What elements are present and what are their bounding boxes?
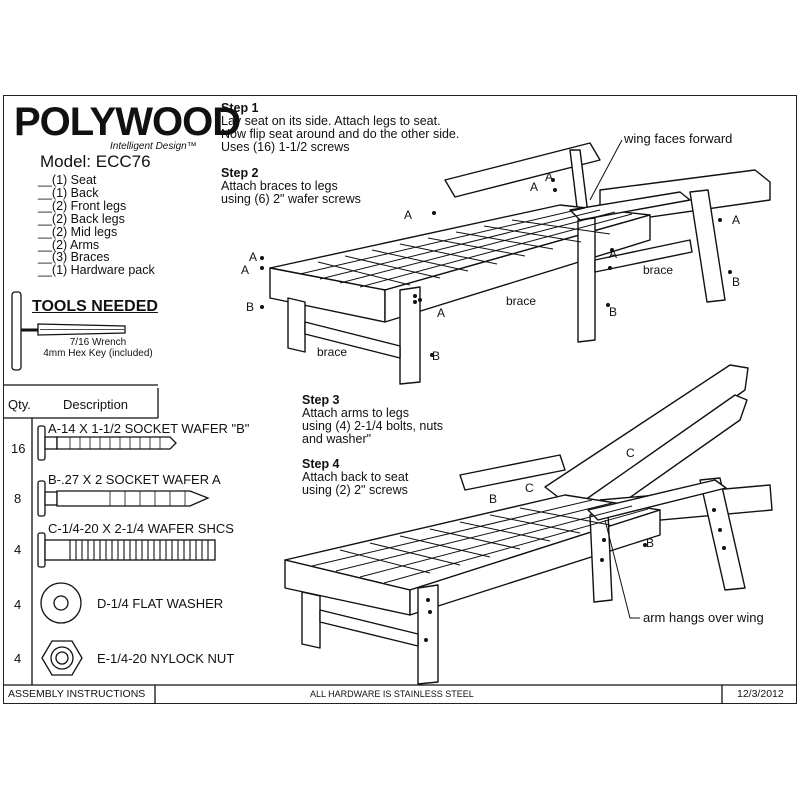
parts-item: __(2) Arms	[38, 237, 100, 252]
tools-hex-key: 4mm Hex Key (included)	[43, 348, 153, 359]
tools-wrench: 7/16 Wrench	[69, 337, 127, 348]
hardware-qty: 4	[14, 542, 22, 557]
parts-item: __(1) Seat	[38, 173, 97, 187]
screw-a-label: A	[404, 208, 413, 222]
bolt-c-label: C	[626, 446, 635, 460]
screw-b-label: B	[609, 305, 618, 319]
brace-label: brace	[643, 263, 674, 277]
tools-note: 7/16 Wrench 4mm Hex Key (included)	[38, 337, 158, 359]
screw-a-label: A	[249, 250, 258, 264]
parts-item: __(2) Back legs	[38, 211, 125, 226]
hardware-label: A-14 X 1-1/2 SOCKET WAFER "B"	[48, 421, 250, 436]
step-line: and washer"	[302, 432, 372, 446]
brace-label: brace	[506, 294, 537, 308]
bolt-c-label: C	[525, 481, 534, 495]
brand-logo: POLYWOOD	[14, 100, 241, 144]
screw-b-label: B	[489, 492, 498, 506]
step-line: using (4) 2-1/4 bolts, nuts	[302, 419, 444, 433]
screw-a-label: A	[437, 306, 446, 320]
footer-title: ASSEMBLY INSTRUCTIONS	[8, 688, 146, 700]
screw-b-label: B	[432, 349, 441, 363]
page-frame	[3, 95, 797, 704]
wing-callout: wing faces forward	[624, 131, 733, 146]
hardware-label: B-.27 X 2 SOCKET WAFER A	[48, 472, 221, 487]
hardware-qty: 4	[14, 651, 22, 666]
hardware-qty: 8	[14, 491, 22, 506]
screw-a-label: A	[609, 247, 618, 261]
screw-b-label: B	[646, 536, 655, 550]
model-number: Model: ECC76	[40, 152, 151, 171]
qty-header: Qty.	[8, 397, 31, 412]
footer-hardware-note: ALL HARDWARE IS STAINLESS STEEL	[310, 689, 474, 699]
parts-item: __(2) Mid legs	[38, 224, 118, 239]
step-line: Now flip seat around and do the other si…	[221, 127, 460, 141]
step-title: Step 1	[221, 101, 259, 115]
arm-callout: arm hangs over wing	[643, 610, 764, 625]
footer-date: 12/3/2012	[737, 688, 784, 700]
hardware-label: E-1/4-20 NYLOCK NUT	[97, 651, 235, 666]
step-2: Step 2 Attach braces to legs using (6) 2…	[221, 166, 361, 206]
step-title: Step 2	[221, 166, 259, 180]
brand-tagline: Intelligent Design™	[110, 141, 197, 152]
step-title: Step 4	[302, 457, 340, 471]
step-line: Attach braces to legs	[221, 179, 338, 193]
screw-b-label: B	[732, 275, 741, 289]
hardware-qty: 16	[11, 441, 26, 456]
tools-heading: TOOLS NEEDED	[32, 298, 158, 315]
hardware-label: D-1/4 FLAT WASHER	[97, 596, 224, 611]
step-1: Step 1 Lay seat on its side. Attach legs…	[221, 101, 459, 154]
parts-item: __(1) Back	[38, 185, 99, 200]
parts-item: __(3) Braces	[38, 250, 110, 265]
parts-item: __(1) Hardware pack	[38, 263, 155, 278]
step-line: Uses (16) 1-1/2 screws	[221, 140, 350, 154]
brace-label: brace	[317, 345, 348, 359]
hardware-qty: 4	[14, 597, 22, 612]
step-line: Attach arms to legs	[302, 406, 409, 420]
step-title: Step 3	[302, 393, 340, 407]
screw-a-label: A	[545, 170, 554, 184]
step-line: Attach back to seat	[302, 470, 409, 484]
hardware-label: C-1/4-20 X 2-1/4 WAFER SHCS	[48, 521, 234, 536]
parts-list: __(1) Seat __(1) Back __(2) Front legs _…	[38, 174, 155, 277]
screw-b-label: B	[246, 300, 255, 314]
step-line: using (6) 2" wafer screws	[221, 192, 361, 206]
step-4: Step 4 Attach back to seat using (2) 2" …	[302, 457, 408, 497]
screw-a-label: A	[530, 180, 539, 194]
screw-a-label: A	[732, 213, 741, 227]
screw-a-label: A	[241, 263, 250, 277]
description-header: Description	[63, 397, 129, 412]
step-3: Step 3 Attach arms to legs using (4) 2-1…	[302, 393, 443, 446]
step-line: using (2) 2" screws	[302, 483, 408, 497]
step-line: Lay seat on its side. Attach legs to sea…	[221, 114, 441, 128]
parts-item: __(2) Front legs	[38, 198, 127, 213]
